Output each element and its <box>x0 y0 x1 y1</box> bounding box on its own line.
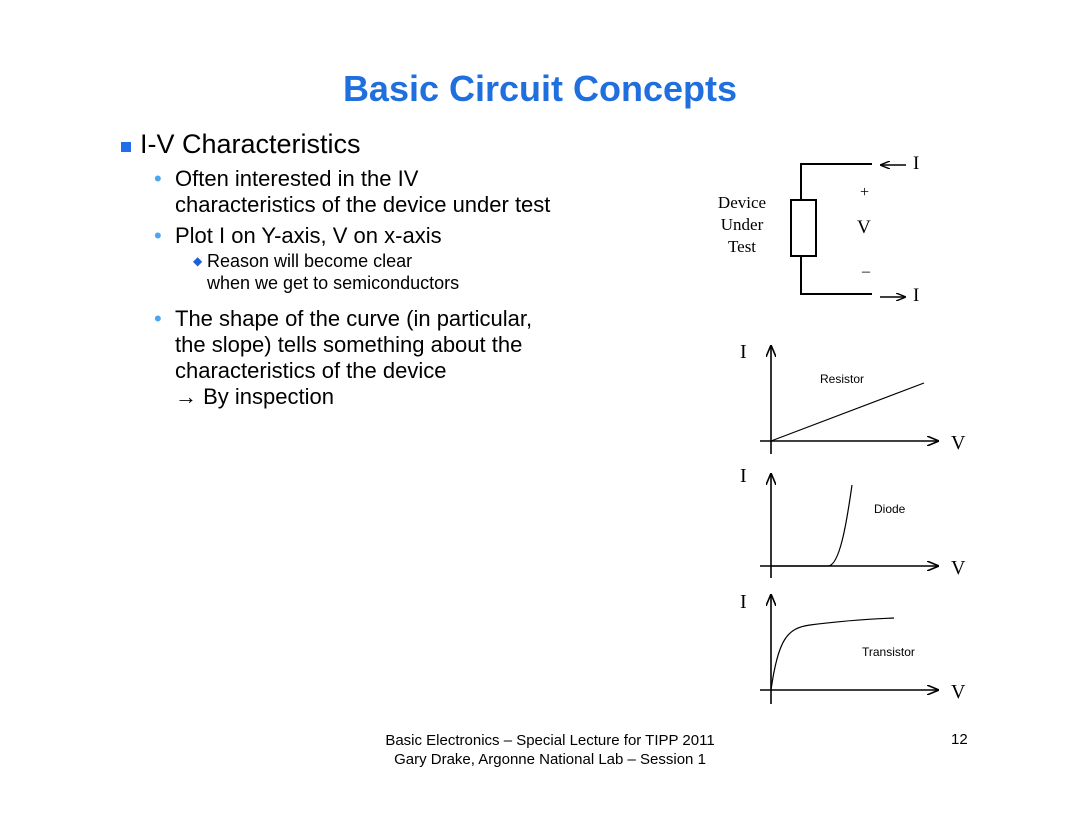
bullet-3-line-3: characteristics of the device <box>175 358 447 383</box>
plus-label: + <box>860 184 870 201</box>
transistor-label: Transistor <box>862 645 915 659</box>
diode-label: Diode <box>874 502 906 516</box>
resistor-curve <box>770 382 925 442</box>
square-bullet-icon <box>121 142 131 152</box>
footer: Basic Electronics – Special Lecture for … <box>290 731 810 769</box>
device-label-line-3: Test <box>727 237 757 256</box>
heading-iv-characteristics: I-V Characteristics <box>140 129 361 159</box>
sub-bullet-line-2: when we get to semiconductors <box>207 273 460 293</box>
footer-line-2: Gary Drake, Argonne National Lab – Sessi… <box>394 751 706 768</box>
x-axis-label: V <box>951 432 966 454</box>
diode-iv-graph <box>760 474 938 578</box>
y-axis-label: I <box>740 465 747 487</box>
y-axis-label: I <box>740 341 747 363</box>
page-number: 12 <box>951 731 968 748</box>
current-label-top: I <box>913 153 920 174</box>
diode-curve <box>771 484 853 567</box>
bullet-2-line-1: Plot I on Y-axis, V on x-axis <box>175 223 442 248</box>
y-axis-label: I <box>740 591 747 613</box>
device-label-line-1: Device <box>717 193 767 212</box>
dot-bullet-icon: • <box>154 166 162 191</box>
minus-label: – <box>862 263 870 280</box>
sub-bullet-line-1: Reason will become clear <box>207 251 413 271</box>
diamond-bullet-icon: ◆ <box>193 254 203 268</box>
dot-bullet-icon: • <box>154 306 162 331</box>
resistor-iv-graph <box>760 346 938 454</box>
device-label-line-2: Under <box>720 215 764 234</box>
resistor-symbol <box>790 199 817 257</box>
transistor-curve <box>770 617 895 691</box>
dot-bullet-icon: • <box>154 223 162 248</box>
current-label-bottom: I <box>913 285 920 306</box>
resistor-label: Resistor <box>820 372 865 386</box>
bullet-3-line-2: the slope) tells something about the <box>175 332 523 357</box>
footer-line-1: Basic Electronics – Special Lecture for … <box>385 732 715 749</box>
bullet-3-line-1: The shape of the curve (in particular, <box>175 306 533 331</box>
bullet-3-line-4: → By inspection <box>175 384 334 409</box>
x-axis-label: V <box>951 557 966 579</box>
slide-title: Basic Circuit Concepts <box>342 68 738 109</box>
transistor-iv-graph <box>760 595 938 704</box>
bullet-1-line-2: characteristics of the device under test <box>175 192 551 217</box>
dut-circuit <box>790 164 906 297</box>
bullet-1-line-1: Often interested in the IV <box>175 166 419 191</box>
voltage-label: V <box>857 217 871 238</box>
x-axis-label: V <box>951 681 966 703</box>
